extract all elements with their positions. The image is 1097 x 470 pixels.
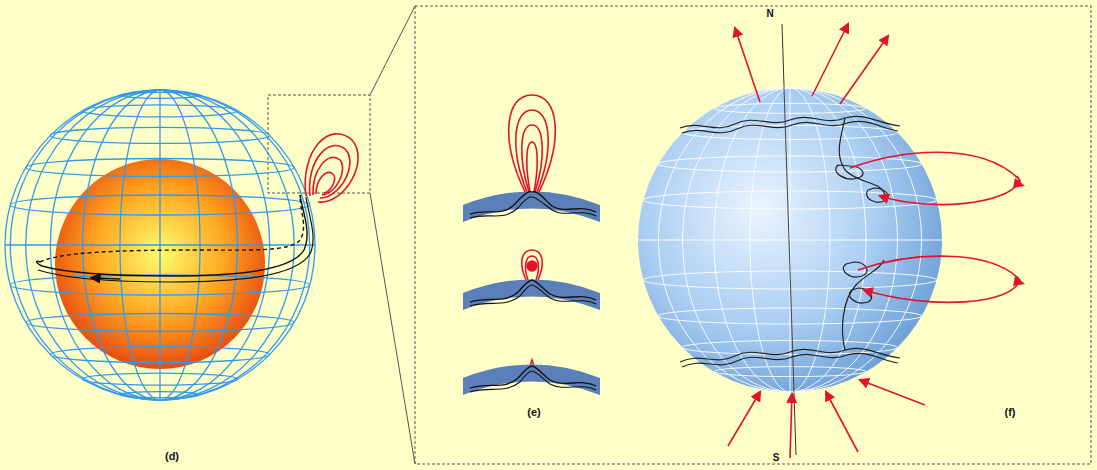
zoom-line <box>370 193 415 464</box>
panel-label: (f) <box>1005 407 1016 418</box>
panel-label: (d) <box>165 451 179 462</box>
panel-label: (e) <box>527 407 540 418</box>
pole-label: N <box>766 9 773 19</box>
zoom-frame <box>415 6 1091 464</box>
emergence-stages <box>463 95 600 395</box>
sun-sphere <box>5 90 358 400</box>
zoom-line <box>370 6 415 95</box>
sun-global-field <box>638 24 1025 458</box>
pole-label: S <box>773 453 780 463</box>
